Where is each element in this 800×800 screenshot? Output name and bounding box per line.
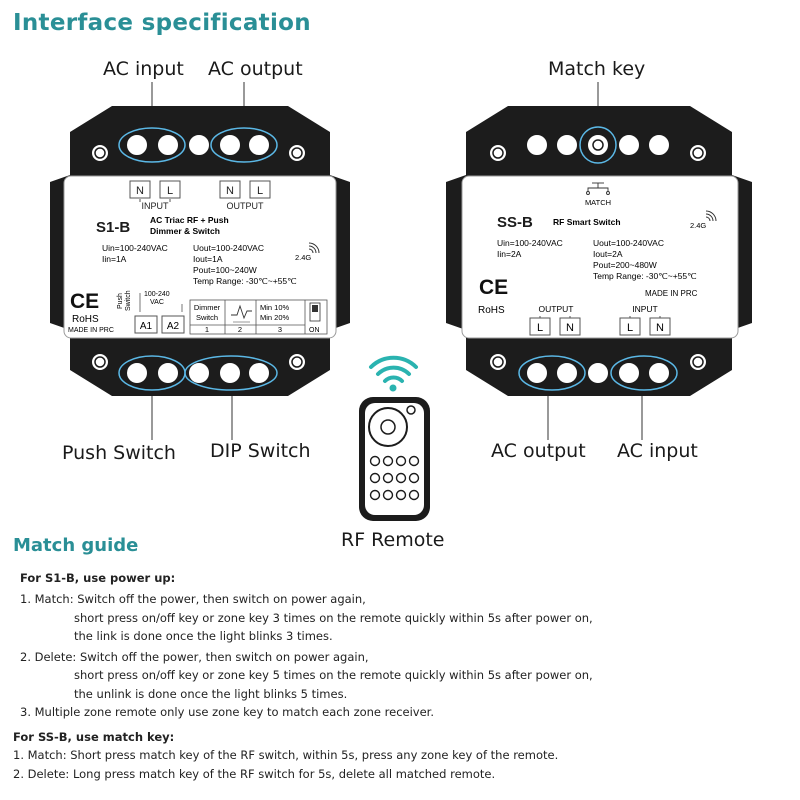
ssb-guide-match: 1. Match: Short press match key of the R…	[13, 748, 559, 762]
ssb-made-in: MADE IN PRC	[645, 289, 698, 298]
s1b-output-n: N	[226, 185, 234, 197]
s1b-input-n: N	[136, 185, 144, 197]
s1b-dip-1: 1	[205, 325, 209, 334]
s1b-uin: Uin=100-240VAC	[102, 243, 168, 253]
s1b-guide-match-1: 1. Match: Switch off the power, then swi…	[20, 592, 366, 606]
s1b-guide-delete-3: the unlink is done once the light blinks…	[74, 687, 348, 701]
s1b-dip-switch: Switch	[196, 313, 218, 322]
s1b-terminal-a1: A1	[140, 321, 153, 332]
ssb-iin: Iin=2A	[497, 249, 522, 259]
ssb-iout: Iout=2A	[593, 249, 623, 259]
ssb-match-key-icon	[586, 182, 610, 195]
s1b-model: S1-B	[96, 219, 130, 236]
remote-wheel	[368, 407, 408, 447]
s1b-input-l: L	[167, 185, 173, 197]
match-guide-heading: Match guide	[13, 535, 139, 556]
ssb-input-l: L	[627, 322, 633, 334]
ssb-uout: Uout=100-240VAC	[593, 238, 664, 248]
s1b-dip-on: ON	[309, 327, 320, 334]
s1b-iout: Iout=1A	[193, 254, 223, 264]
s1b-guide-match-2: short press on/off key or zone key 3 tim…	[74, 611, 593, 625]
interface-diagram: N L N L INPUT OUTPUT S1-B AC Triac RF + …	[50, 82, 752, 521]
ssb-input-label: INPUT	[632, 304, 658, 314]
ssb-desc: RF Smart Switch	[553, 217, 621, 227]
callout-rf-remote: RF Remote	[341, 529, 445, 551]
s1b-temp: Temp Range: -30℃~+55℃	[193, 276, 297, 286]
ssb-freq: 2.4G	[690, 221, 706, 230]
s1b-dip-2: 2	[238, 325, 242, 334]
callout-dip-switch: DIP Switch	[210, 440, 311, 462]
s1b-dip-min10: Min 10%	[260, 303, 290, 312]
ssb-output-l: L	[537, 322, 543, 334]
callout-ac-output-left: AC output	[208, 58, 303, 80]
ssb-guide-delete: 2. Delete: Long press match key of the R…	[13, 767, 496, 781]
s1b-terminal-a2: A2	[167, 321, 180, 332]
wireless-signal-icon	[369, 355, 418, 383]
ssb-input-n: N	[656, 322, 664, 334]
s1b-device: N L N L INPUT OUTPUT S1-B AC Triac RF + …	[50, 106, 350, 396]
s1b-dip-table	[189, 299, 328, 335]
ssb-device: MATCH SS-B RF Smart Switch 2.4G Uin=100-…	[446, 106, 752, 396]
s1b-dip-switch-icon	[309, 302, 321, 322]
s1b-freq: 2.4G	[295, 253, 311, 262]
s1b-vac: VAC	[150, 299, 164, 306]
s1b-desc2: Dimmer & Switch	[150, 226, 220, 236]
ssb-rohs: RoHS	[478, 305, 505, 316]
s1b-uout: Uout=100-240VAC	[193, 243, 264, 253]
s1b-push-label: Push	[117, 293, 124, 309]
s1b-output-l: L	[257, 185, 263, 197]
s1b-dip-min20: Min 20%	[260, 313, 290, 322]
callout-ac-output-right: AC output	[491, 440, 586, 462]
ssb-match-label: MATCH	[585, 198, 611, 207]
s1b-ce-mark: CE	[70, 290, 99, 313]
rf-remote	[359, 355, 430, 521]
ssb-wifi-icon	[705, 210, 717, 222]
callout-push-switch: Push Switch	[62, 442, 176, 464]
ssb-output-n: N	[566, 322, 574, 334]
s1b-guide-delete-2: short press on/off key or zone key 5 tim…	[74, 668, 593, 682]
s1b-guide-match-3: the link is done once the light blinks 3…	[74, 629, 333, 643]
ssb-temp: Temp Range: -30℃~+55℃	[593, 271, 697, 281]
s1b-iin: Iin=1A	[102, 254, 127, 264]
callout-match-key: Match key	[548, 58, 646, 80]
callout-ac-input-right: AC input	[617, 440, 698, 462]
s1b-switch-label: Switch	[125, 290, 132, 311]
ssb-ce-mark: CE	[479, 276, 508, 299]
s1b-dip-3: 3	[278, 325, 282, 334]
ssb-model: SS-B	[497, 214, 533, 231]
s1b-vac-range: 100-240	[144, 291, 170, 298]
s1b-input-label: INPUT	[142, 201, 170, 211]
s1b-pout: Pout=100~240W	[193, 265, 257, 275]
s1b-dip-curve-icon	[231, 304, 252, 323]
s1b-rohs: RoHS	[72, 314, 99, 325]
interface-spec-heading: Interface specification	[13, 10, 311, 36]
s1b-desc1: AC Triac RF + Push	[150, 215, 229, 225]
ssb-pout: Pout=200~480W	[593, 260, 657, 270]
s1b-guide-multi-zone: 3. Multiple zone remote only use zone ke…	[20, 705, 435, 719]
ssb-guide-title: For SS-B, use match key:	[13, 730, 175, 744]
s1b-wifi-icon	[308, 242, 320, 254]
s1b-guide-title: For S1-B, use power up:	[20, 571, 176, 585]
ssb-uin: Uin=100-240VAC	[497, 238, 563, 248]
s1b-guide-delete-1: 2. Delete: Switch off the power, then sw…	[20, 650, 369, 664]
s1b-made-in: MADE IN PRC	[68, 327, 114, 334]
callout-ac-input-left: AC input	[103, 58, 184, 80]
ssb-output-label: OUTPUT	[539, 304, 574, 314]
s1b-dip-dimmer: Dimmer	[194, 303, 221, 312]
s1b-output-label: OUTPUT	[227, 201, 265, 211]
